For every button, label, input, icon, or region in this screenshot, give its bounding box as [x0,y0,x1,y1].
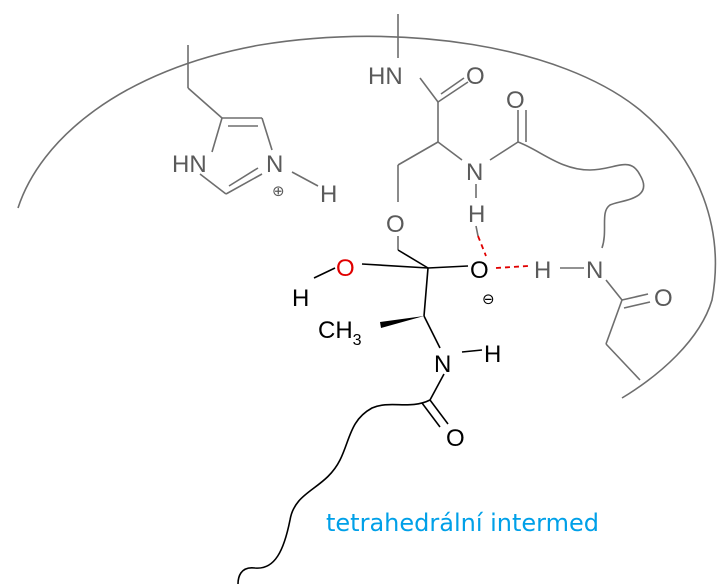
atom-o-red: O [336,255,355,282]
atom-o-lower: O [446,425,465,452]
atom-o-top-carbonyl: O [466,63,485,90]
atom-o-ser: O [386,211,405,238]
atom-hn-imidazole: HN [172,151,207,178]
atom-n-hbond: N [586,257,603,284]
atom-n-lower: N [434,351,451,378]
wedge-bond [380,316,424,328]
serine-backbone [397,14,651,381]
minus-charge-icon: ⊖ [482,290,495,308]
atom-n-backbone: N [466,159,483,186]
atom-o-top-right: O [506,87,525,114]
tetrahedral-intermediate [237,249,483,584]
atom-h-backbone: H [468,201,485,228]
ch3-subscript: 3 [353,332,362,349]
atom-h-oh: H [292,285,309,312]
atom-n-imidazole: N [266,151,283,178]
plus-charge-icon: ⊕ [272,182,285,200]
hbond-his-oh [477,235,487,257]
atom-h-hbond: H [534,257,551,284]
histidine-residue [187,45,319,195]
hbond-oxyanion [495,265,529,269]
atom-hn-top: HN [368,63,403,90]
atom-h-imidazole: H [320,181,337,208]
atom-o-right-carbonyl: O [654,285,673,312]
enzyme-pocket-outline [17,35,717,399]
atom-h-lower: H [484,341,501,368]
atom-ch3: CH3 [318,317,362,349]
diagram-caption: tetrahedrální intermed [326,509,599,537]
atom-o-oxyanion: O [470,257,489,284]
ch3-main: CH [318,317,353,344]
